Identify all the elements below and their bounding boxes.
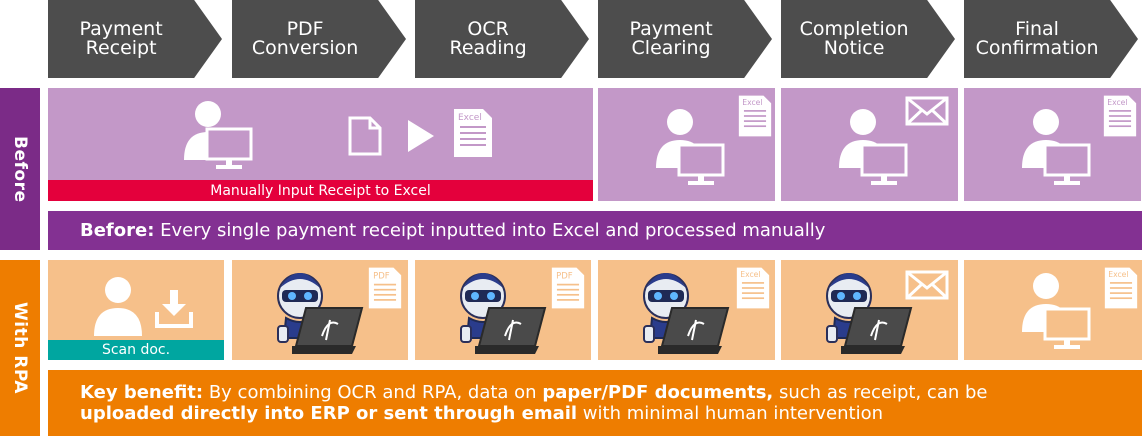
line2-bold: uploaded directly into ERP or sent throu…: [80, 403, 578, 424]
line2-text: with minimal human intervention: [577, 403, 883, 424]
before-summary-bold: Before:: [80, 220, 155, 241]
user-icon: [94, 277, 142, 336]
download-icon: [155, 290, 193, 328]
envelope-icon: [905, 96, 949, 126]
excel-label: Excel: [742, 98, 762, 107]
step-label: OCR Reading: [449, 18, 527, 59]
excel-label: Excel: [458, 113, 482, 123]
excel-label: Excel: [740, 270, 760, 279]
excel-doc-icon: Excel: [454, 109, 492, 157]
excel-doc-icon: Excel: [736, 267, 770, 309]
rpa-key-benefit-line1: Key benefit: By combining OCR and RPA, d…: [80, 382, 1142, 403]
laptop-icon: [658, 307, 730, 354]
monitor-icon: [1043, 143, 1091, 185]
monitor-icon: [205, 127, 253, 169]
manual-input-banner: Manually Input Receipt to Excel: [48, 180, 593, 201]
excel-label: Excel: [1108, 270, 1128, 279]
step-payment-clearing: Payment Clearing: [598, 0, 772, 78]
rpa-label-text: With RPA: [10, 302, 30, 394]
scan-doc-banner: Scan doc.: [48, 340, 224, 360]
step-label: Payment Receipt: [79, 18, 163, 59]
pdf-label: PDF: [373, 272, 390, 282]
rpa-box-completion-notice: [781, 260, 958, 360]
line1-text1: By combining OCR and RPA, data on: [203, 382, 543, 403]
step-label: Payment Clearing: [629, 18, 713, 59]
monitor-icon: [677, 143, 725, 185]
excel-label: Excel: [1107, 98, 1127, 107]
step-pdf-conversion: PDF Conversion: [232, 0, 406, 78]
pdf-doc-icon: PDF: [368, 267, 402, 309]
step-payment-receipt: Payment Receipt: [48, 0, 222, 78]
manual-input-text: Manually Input Receipt to Excel: [210, 182, 431, 199]
step-label: Completion Notice: [799, 18, 909, 59]
play-arrow-icon: [408, 120, 434, 152]
step-completion-notice: Completion Notice: [781, 0, 955, 78]
before-summary: Before: Every single payment receipt inp…: [48, 211, 1142, 250]
monitor-icon: [1043, 307, 1091, 349]
rpa-side-label: With RPA: [0, 260, 40, 436]
line1-text2: such as receipt, can be: [773, 382, 988, 403]
scan-doc-text: Scan doc.: [101, 342, 171, 358]
laptop-icon: [292, 307, 364, 354]
step-label: Final Confirmation: [975, 18, 1099, 59]
before-summary-text: Every single payment receipt inputted in…: [154, 220, 826, 241]
rpa-box-ocr-reading: PDF: [415, 260, 591, 360]
rpa-key-benefit-line2: uploaded directly into ERP or sent throu…: [80, 403, 1142, 424]
excel-doc-icon: Excel: [1103, 95, 1137, 137]
before-side-label: Before: [0, 88, 40, 250]
envelope-icon: [905, 270, 949, 300]
step-ocr-reading: OCR Reading: [415, 0, 589, 78]
before-box-completion-notice: [781, 88, 958, 201]
rpa-box-pdf-conversion: PDF: [232, 260, 408, 360]
line1-bold2: paper/PDF documents,: [542, 382, 774, 403]
rpa-box-payment-clearing: Excel: [598, 260, 775, 360]
laptop-icon: [841, 307, 913, 354]
key-benefit-label: Key benefit:: [80, 382, 204, 403]
excel-doc-icon: Excel: [738, 95, 772, 137]
step-final-confirmation: Final Confirmation: [964, 0, 1138, 78]
pdf-label: PDF: [556, 272, 573, 282]
before-box-final-confirmation: Excel: [964, 88, 1141, 201]
before-box-payment-clearing: Excel: [598, 88, 775, 201]
pdf-doc-icon: PDF: [551, 267, 585, 309]
document-icon: [348, 116, 382, 156]
laptop-icon: [475, 307, 547, 354]
rpa-key-benefit: Key benefit: By combining OCR and RPA, d…: [48, 370, 1142, 436]
excel-doc-icon: Excel: [1104, 267, 1138, 309]
monitor-icon: [860, 143, 908, 185]
before-label-text: Before: [10, 135, 30, 203]
rpa-box-final-confirmation: Excel: [964, 260, 1142, 360]
step-label: PDF Conversion: [251, 18, 359, 59]
